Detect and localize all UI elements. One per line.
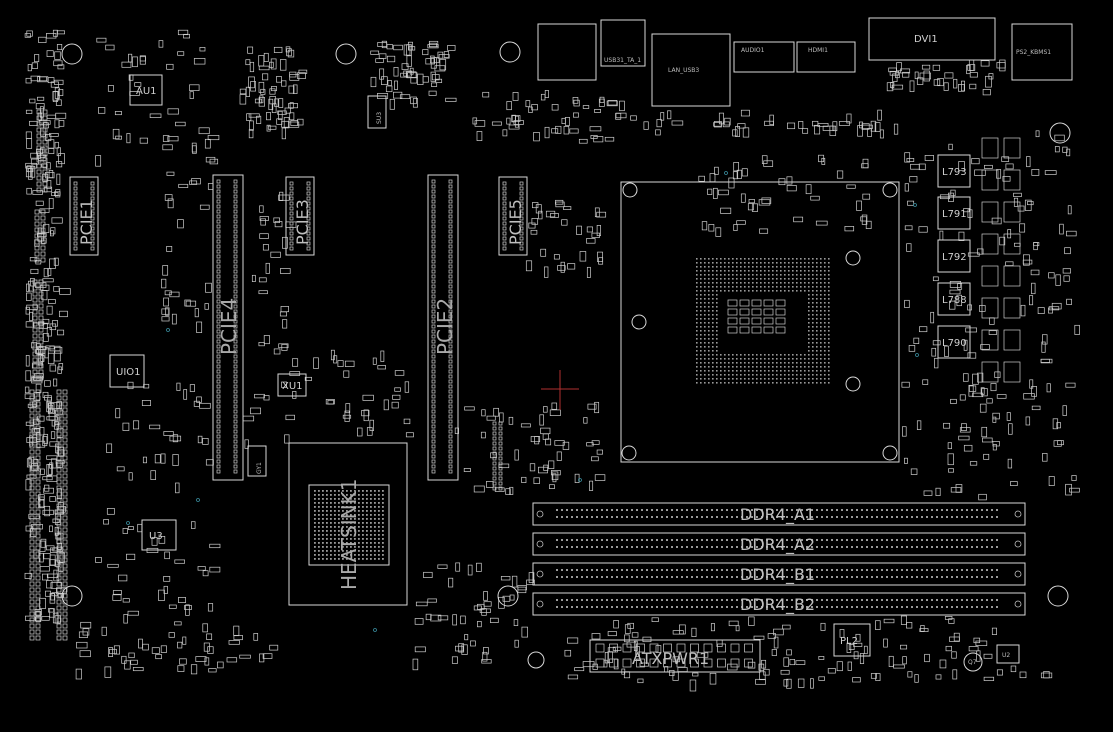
inductor-l790[interactable]: L790 [937, 325, 971, 359]
pcie1-label: PCIE1 [77, 199, 96, 245]
l792-label: L792 [942, 252, 967, 263]
chip-au1[interactable]: AU1 [129, 74, 163, 106]
xu1-label: XU1 [282, 381, 303, 392]
pcie5-slot[interactable]: PCIE5 [498, 176, 528, 256]
inductor-pl2[interactable]: PL2 [833, 623, 871, 657]
gy1-label: GY1 [256, 462, 263, 474]
l788-label: L788 [942, 295, 967, 306]
q7-label: Q7 [968, 659, 977, 666]
pl2-label: PL2 [840, 636, 858, 647]
chip-gy1[interactable]: GY1 [247, 445, 267, 477]
pcie3-slot[interactable]: PCIE3 [285, 176, 315, 256]
dvi-label: DVI1 [914, 34, 938, 45]
inductor-l791[interactable]: L791 [937, 196, 971, 230]
ddr-b2-label: DDR4_B2 [740, 595, 815, 615]
chip-u3[interactable]: U3 [141, 519, 177, 551]
hdmi-connector[interactable]: HDMI1 [796, 41, 856, 73]
inductor-l792[interactable]: L792 [937, 239, 971, 273]
u3-label: U3 [149, 531, 163, 542]
atxpwr-label: ATXPWR1 [632, 649, 709, 668]
dvi-connector[interactable]: DVI1 [868, 17, 996, 61]
ddr-slot-b1[interactable]: DDR4_B1 [532, 562, 1026, 586]
pcie1-slot[interactable]: PCIE1 [69, 176, 99, 256]
ps2-connector[interactable]: PS2_KBMS1 [1011, 23, 1073, 81]
ddr-slot-a2[interactable]: DDR4_A2 [532, 532, 1026, 556]
atx-power-connector[interactable]: ATXPWR1 [589, 639, 761, 673]
pcie4-slot[interactable]: PCIE4 [212, 174, 244, 481]
ddr-b1-label: DDR4_B1 [740, 565, 815, 585]
cpu-pin-array [696, 258, 830, 384]
cpu-socket[interactable] [620, 181, 900, 463]
l793-label: L793 [942, 167, 967, 178]
ddr-slot-b2[interactable]: DDR4_B2 [532, 592, 1026, 616]
lan-label: LAN_USB3 [668, 67, 699, 74]
ddr-slot-a1[interactable]: DDR4_A1 [532, 502, 1026, 526]
lan-usb-connector[interactable]: LAN_USB3 [651, 33, 731, 107]
uio1-label: UIO1 [116, 367, 141, 378]
usb-label: USB31_TA_1 [604, 57, 641, 64]
pcie3-label: PCIE3 [293, 199, 312, 245]
pcie2-label: PCIE2 [433, 298, 457, 355]
transistor-q7[interactable]: Q7 [963, 652, 983, 672]
l791-label: L791 [942, 209, 967, 220]
audio-label: AUDIO1 [741, 47, 765, 54]
pcie4-label: PCIE4 [217, 298, 241, 355]
inductor-l788[interactable]: L788 [937, 282, 971, 316]
chip-u2[interactable]: U2 [996, 644, 1020, 664]
ddr-a2-label: DDR4_A2 [740, 535, 815, 555]
ddr-a1-label: DDR4_A1 [740, 505, 815, 525]
au1-label: AU1 [136, 86, 157, 97]
hdmi-label: HDMI1 [808, 47, 828, 54]
cursor-crosshair [541, 370, 579, 410]
chip-su3[interactable]: SU3 [367, 95, 387, 129]
usb-connector[interactable]: USB31_TA_1 [600, 19, 646, 67]
l790-label: L790 [942, 338, 967, 349]
inductor-l793[interactable]: L793 [937, 154, 971, 188]
pcie5-label: PCIE5 [506, 199, 525, 245]
ps2-label: PS2_KBMS1 [1016, 49, 1051, 56]
u2-label: U2 [1002, 652, 1010, 659]
chip-uio1[interactable]: UIO1 [109, 354, 145, 388]
rear-connector-left[interactable] [537, 23, 597, 81]
chipset-heatsink[interactable]: HEATSINK1 [288, 442, 408, 606]
audio-connector[interactable]: AUDIO1 [733, 41, 795, 73]
mounting-holes [61, 41, 1071, 669]
passive-components [24, 29, 1080, 692]
heatsink-label: HEATSINK1 [337, 479, 361, 590]
chip-xu1[interactable]: XU1 [277, 373, 307, 397]
pcie2-slot[interactable]: PCIE2 [427, 174, 459, 481]
su3-label: SU3 [376, 112, 383, 124]
chipset-ball-grid [314, 490, 384, 560]
